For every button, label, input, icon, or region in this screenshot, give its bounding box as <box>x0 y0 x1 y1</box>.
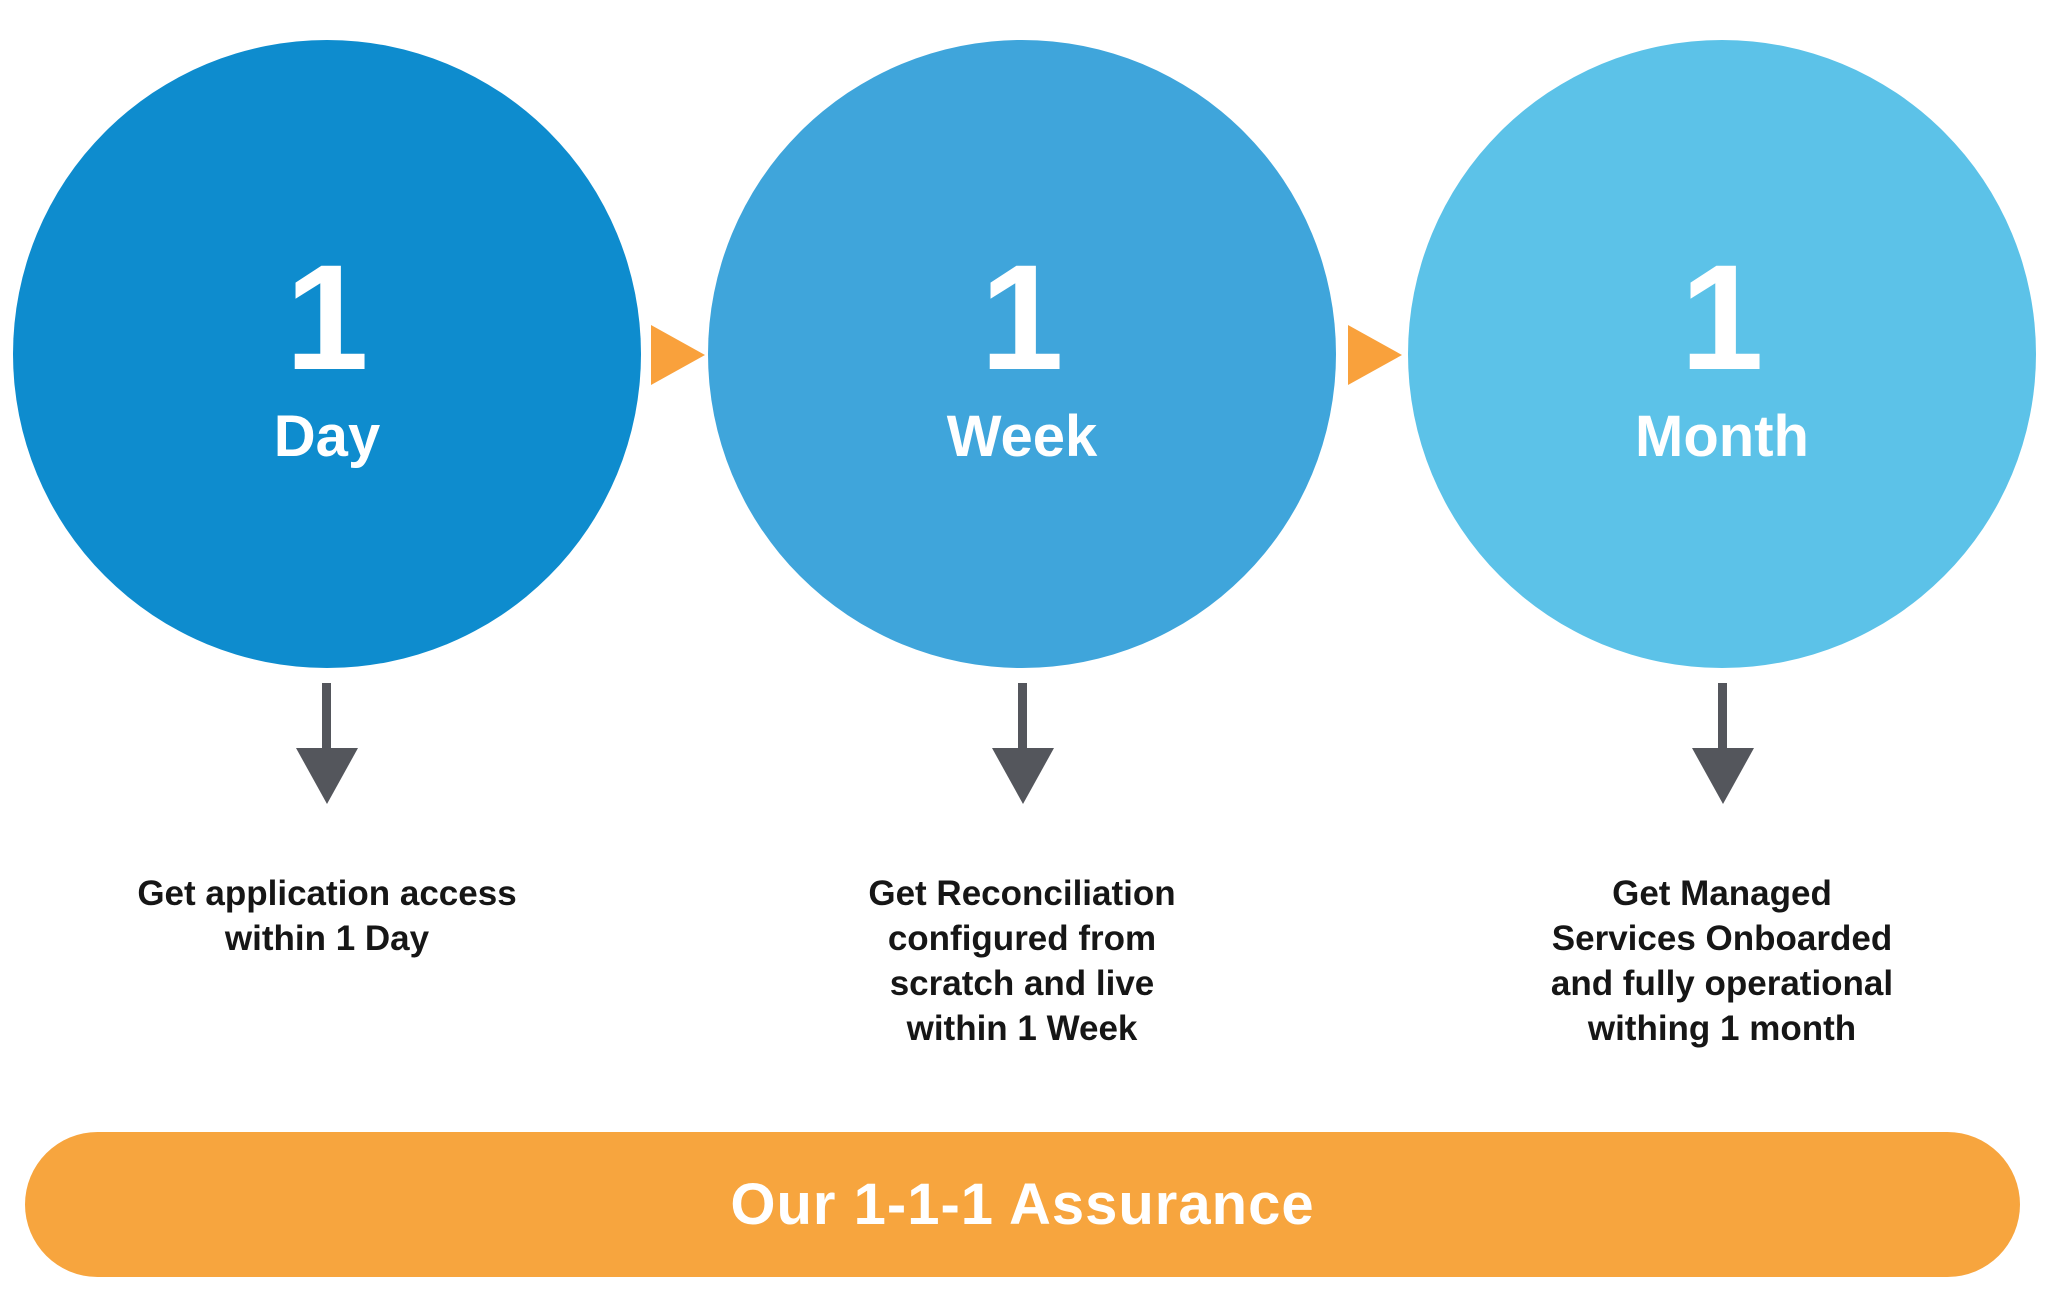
down-arrow-stem <box>1718 683 1727 749</box>
down-arrow-icon <box>1692 748 1754 804</box>
step-week-description: Get Reconciliation configured from scrat… <box>868 874 1176 1048</box>
right-arrow-icon <box>1348 325 1402 385</box>
step-day-unit-label: Day <box>273 404 381 469</box>
step-day-number: 1 <box>285 233 369 401</box>
step-month-description: Get Managed Services Onboarded and fully… <box>1550 874 1894 1048</box>
assurance-banner: Our 1-1-1 Assurance <box>25 1132 2020 1277</box>
step-week-number: 1 <box>980 233 1064 401</box>
step-month-unit-label: Month <box>1635 404 1809 469</box>
step-day-circle: 1 Day <box>13 40 641 668</box>
down-arrow-icon <box>992 748 1054 804</box>
step-month-number: 1 <box>1680 233 1764 401</box>
down-arrow-stem <box>1018 683 1027 749</box>
down-arrow-icon <box>296 748 358 804</box>
step-week-circle: 1 Week <box>708 40 1336 668</box>
step-week-unit-label: Week <box>946 404 1098 469</box>
right-arrow-icon <box>651 325 705 385</box>
step-month-circle: 1 Month <box>1408 40 2036 668</box>
step-day-description: Get application access within 1 Day <box>137 874 517 958</box>
down-arrow-stem <box>322 683 331 749</box>
